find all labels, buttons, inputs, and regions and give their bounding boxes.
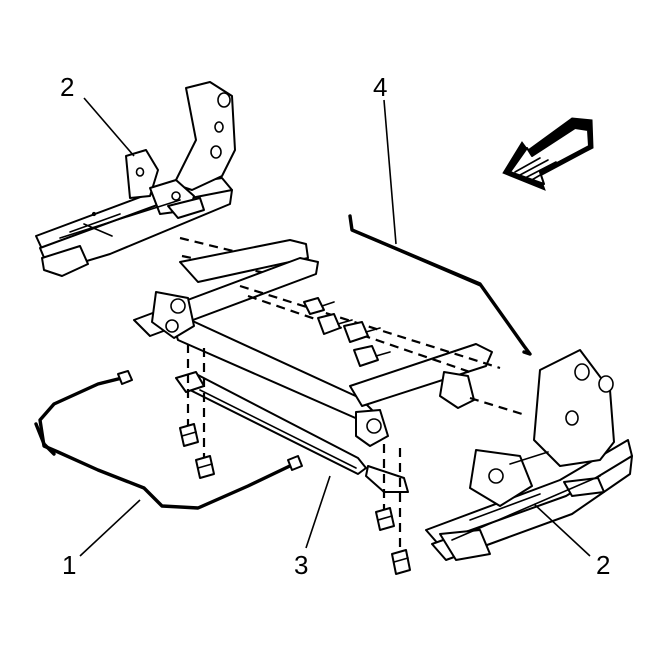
fastener-guides <box>186 344 402 560</box>
leader-3 <box>305 475 331 549</box>
center-frame <box>133 236 523 447</box>
part-3-lower-bar <box>175 371 409 493</box>
leader-1 <box>79 499 141 557</box>
front-direction-arrow-icon <box>502 117 594 191</box>
part-1-wire-cable <box>34 370 303 510</box>
callout-2-top: 2 <box>60 72 74 102</box>
callout-1: 1 <box>62 550 76 580</box>
adjuster-rod <box>348 214 532 356</box>
callout-3: 3 <box>294 550 308 580</box>
callout-2-bottom: 2 <box>596 550 610 580</box>
lower-bolts <box>179 423 411 575</box>
seat-track-upper-left <box>35 81 236 277</box>
seat-track-lower-right <box>425 349 633 561</box>
leader-lines <box>79 97 591 557</box>
leader-4 <box>383 99 397 245</box>
leader-2-top <box>83 97 135 157</box>
callout-4: 4 <box>373 72 387 102</box>
leader-2-bottom <box>533 503 591 557</box>
frame-bolts <box>303 297 391 367</box>
